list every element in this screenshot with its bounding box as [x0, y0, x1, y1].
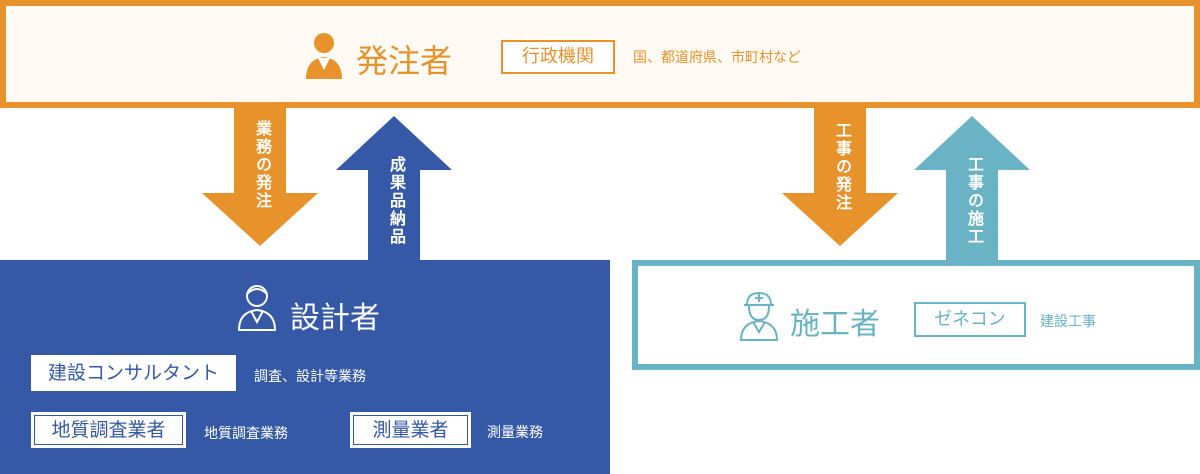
arrow-deliver-results — [336, 116, 452, 262]
surveying-tag: 測量業者 — [350, 412, 471, 448]
contractor-description: 建設工事 — [1040, 314, 1096, 330]
arrow-order-construction — [782, 108, 898, 246]
surveying-description: 測量業務 — [487, 425, 543, 441]
person-icon — [237, 285, 277, 331]
hardhat-worker-icon — [739, 291, 779, 341]
client-title: 発注者 — [356, 42, 453, 80]
geological-survey-description: 地質調査業務 — [204, 426, 288, 442]
arrow-construct — [914, 116, 1030, 262]
contractor-box — [632, 260, 1200, 370]
consultant-description: 調査、設計等業務 — [254, 369, 366, 385]
consultant-tag: 建設コンサルタント — [31, 355, 236, 391]
client-category-tag: 行政機関 — [501, 40, 615, 74]
arrow-order-work — [202, 108, 318, 246]
client-box — [0, 0, 1200, 108]
arrow-deliver-results-label: 成果品納品 — [387, 156, 406, 246]
contractor-title: 施工者 — [790, 307, 880, 342]
arrow-construct-label: 工事の施工 — [965, 156, 984, 246]
arrow-order-construction-label: 工事の発注 — [833, 122, 852, 212]
designer-title: 設計者 — [290, 301, 380, 336]
geological-survey-tag: 地質調査業者 — [31, 412, 186, 448]
arrow-order-work-label: 業務の発注 — [253, 120, 272, 210]
client-description: 国、都道府県、市町村など — [633, 50, 801, 66]
contractor-category-tag: ゼネコン — [914, 302, 1026, 337]
person-icon — [306, 33, 342, 79]
